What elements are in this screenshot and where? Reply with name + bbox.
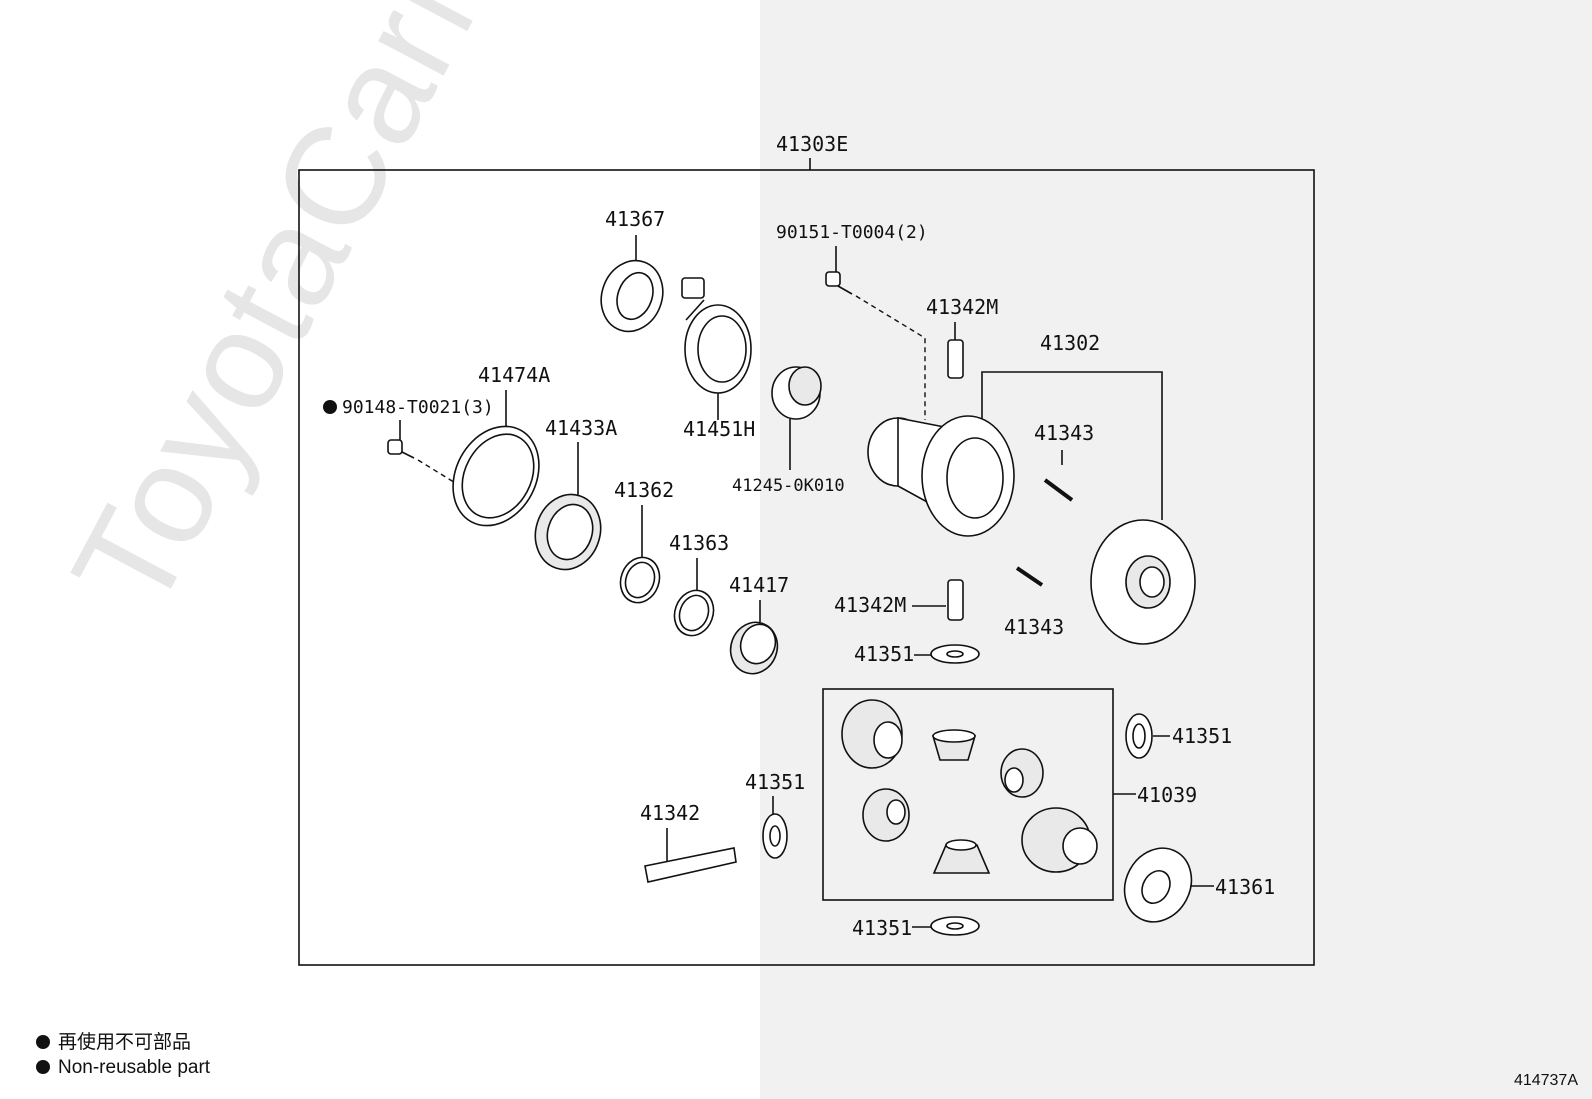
non-reusable-marker [323,400,337,414]
part-90148-bolt[interactable] [387,439,403,455]
part-label-41362[interactable]: 41362 [614,478,674,502]
part-41363-ring[interactable] [668,585,719,641]
part-41342M-pin-top[interactable] [947,339,964,379]
part-label-41351-d[interactable]: 41351 [852,916,912,940]
part-41351-washer-a[interactable] [930,644,980,664]
part-41351-washer-d[interactable] [930,916,980,936]
part-label-41451H[interactable]: 41451H [683,417,755,441]
part-label-41343-mid[interactable]: 41343 [1004,615,1064,639]
legend-text-jp: 再使用不可部品 [58,1032,192,1053]
figure-id: 414737A [1513,1072,1578,1089]
bullet-icon [36,1035,50,1049]
part-41302-diff-case[interactable] [867,415,1015,537]
part-41351-washer-b[interactable] [1125,713,1153,759]
part-label-41342[interactable]: 41342 [640,801,700,825]
part-41361-thrust-washer[interactable] [1112,836,1204,933]
part-41362-ring[interactable] [614,552,665,608]
part-41343-pin-mid[interactable] [1015,566,1044,587]
legend-text-en: Non-reusable part [58,1057,211,1078]
part-label-41351-c[interactable]: 41351 [745,770,805,794]
part-label-41417[interactable]: 41417 [729,573,789,597]
legend: 再使用不可部品 Non-reusable part [36,1030,210,1080]
part-41039-gears [841,699,1098,874]
part-label-41474A[interactable]: 41474A [478,363,550,387]
assembly-frame [298,169,1315,966]
part-label-41302[interactable]: 41302 [1040,331,1100,355]
part-41351-washer-c[interactable] [762,813,788,859]
part-41342-shaft[interactable] [644,847,737,883]
part-90151-bolt[interactable] [825,271,841,287]
part-label-41363[interactable]: 41363 [669,531,729,555]
part-label-90148-T0021[interactable]: 90148-T0021(3) [342,397,494,418]
part-label-41342M-top[interactable]: 41342M [926,295,998,319]
part-label-41433A[interactable]: 41433A [545,416,617,440]
part-label-41342M-mid[interactable]: 41342M [834,593,906,617]
legend-row-en: Non-reusable part [36,1055,210,1080]
part-label-41343-top[interactable]: 41343 [1034,421,1094,445]
part-label-41361[interactable]: 41361 [1215,875,1275,899]
part-label-41351-b[interactable]: 41351 [1172,724,1232,748]
part-41343-pin-top[interactable] [1043,478,1074,502]
part-label-41303E[interactable]: 41303E [776,132,848,156]
part-label-41367[interactable]: 41367 [605,207,665,231]
part-label-41245-0K010[interactable]: 41245-0K010 [732,476,845,496]
legend-row-jp: 再使用不可部品 [36,1030,210,1055]
part-label-41351-a[interactable]: 41351 [854,642,914,666]
part-label-41039[interactable]: 41039 [1137,783,1197,807]
part-41302-ring-gear[interactable] [1090,519,1196,645]
bullet-icon [36,1060,50,1074]
part-label-90151-T0004[interactable]: 90151-T0004(2) [776,222,928,243]
part-41342M-pin-mid[interactable] [947,579,964,621]
